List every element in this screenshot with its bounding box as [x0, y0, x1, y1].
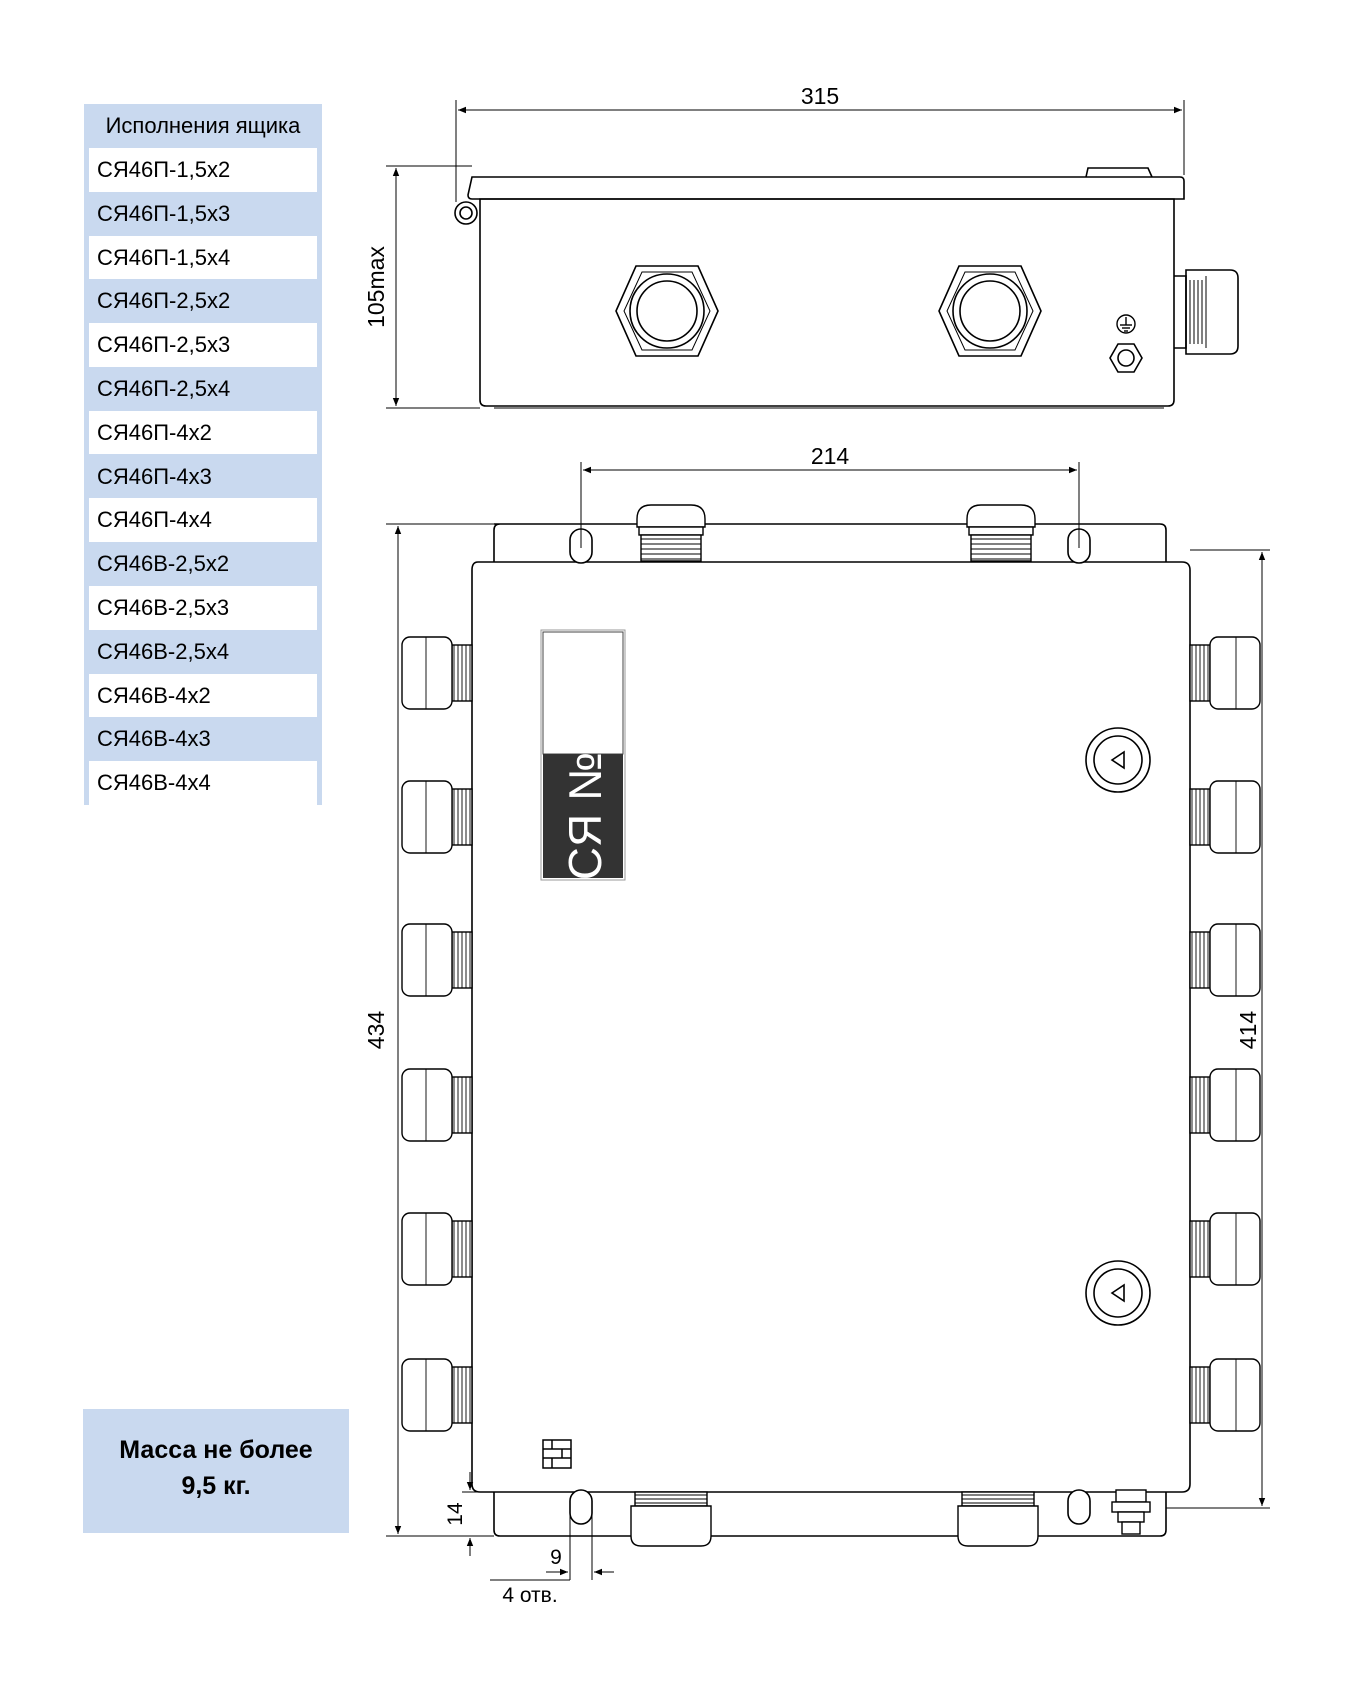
left-glands: [401, 636, 473, 1432]
side-view: [454, 167, 1185, 409]
earth-icon: [1116, 314, 1136, 334]
left-gland-3: [401, 923, 473, 997]
variant-row: СЯ46П-4х4: [89, 498, 317, 542]
dim-414: [1166, 549, 1270, 1509]
left-gland-4: [401, 1068, 473, 1142]
earth-stud-icon: [1111, 1489, 1151, 1535]
mass-note: Масса не более 9,5 кг.: [83, 1409, 349, 1533]
variant-row: СЯ46П-1,5х3: [97, 200, 231, 226]
lock-icon-bottom: [1085, 1260, 1151, 1326]
variants-header: Исполнения ящика: [105, 113, 301, 138]
body-outline: [479, 198, 1175, 407]
right-gland-1: [1189, 636, 1261, 710]
left-gland-5: [401, 1212, 473, 1286]
dim-414-label: 414: [1235, 1011, 1261, 1050]
hinge-icon: [454, 201, 478, 225]
variant-row: СЯ46П-4х3: [97, 463, 212, 489]
right-gland-3: [1189, 923, 1261, 997]
dim-315-label: 315: [801, 83, 839, 109]
mount-hole-bottom-left: [569, 1489, 593, 1525]
dim-14: [462, 1472, 494, 1556]
top-glands: [636, 504, 1036, 562]
variant-row: СЯ46П-1,5х4: [89, 235, 317, 280]
dim-14-label: 14: [444, 1502, 467, 1526]
right-gland-6: [1189, 1358, 1261, 1432]
bottom-glands: [630, 1491, 1039, 1547]
dim-214: [580, 462, 1080, 548]
logo-icon: [542, 1439, 572, 1469]
mounting-plate: [493, 523, 1167, 1537]
earth-bolt-icon: [1109, 343, 1143, 373]
variant-row: СЯ46П-2,5х3: [89, 323, 317, 367]
front-view: [471, 523, 1191, 1537]
variant-row: СЯ46В-2,5х3: [89, 586, 317, 630]
label-plate-text: СЯ №: [559, 752, 611, 881]
front-body: [471, 561, 1191, 1493]
dim-9-label: 9: [550, 1546, 562, 1569]
left-gland-6: [401, 1358, 473, 1432]
dim-434-label: 434: [363, 1011, 389, 1050]
variant-row: СЯ46П-2,5х4: [97, 376, 231, 401]
side-gland-right: [938, 265, 1042, 357]
mass-line-1: Масса не более: [119, 1436, 313, 1464]
right-gland-2: [1189, 780, 1261, 854]
left-gland-2: [401, 780, 473, 854]
lid-handle: [1085, 167, 1153, 178]
dim-105: [386, 165, 480, 409]
variant-row: СЯ46В-4х2: [89, 673, 317, 718]
variant-row: СЯ46П-2,5х2: [97, 288, 231, 314]
variant-row: СЯ46П-1,5х2: [89, 148, 317, 192]
mass-line-2: 9,5 кг.: [181, 1472, 251, 1500]
bottom-gland-left: [630, 1491, 712, 1547]
mount-hole-bottom-right: [1067, 1489, 1091, 1525]
dim-105-label: 105max: [363, 246, 389, 328]
variant-row: СЯ46П-4х2: [89, 410, 317, 455]
right-gland-5: [1189, 1212, 1261, 1286]
variant-row: СЯ46В-4х4: [89, 761, 317, 805]
top-gland-left: [636, 504, 706, 562]
variant-row: СЯ46В-2,5х4: [97, 638, 230, 664]
bottom-gland-right: [957, 1491, 1039, 1547]
dim-9: [490, 1508, 614, 1581]
lock-icon-top: [1085, 727, 1151, 793]
side-gland-profile: [1174, 269, 1239, 355]
holes-note: 4 отв.: [502, 1584, 557, 1607]
label-plate: СЯ №: [540, 629, 626, 881]
variant-row: СЯ46В-2,5х2: [97, 551, 230, 577]
left-gland-1: [401, 636, 473, 710]
right-glands: [1189, 636, 1261, 1432]
top-gland-right: [966, 504, 1036, 562]
right-gland-4: [1189, 1068, 1261, 1142]
side-gland-left: [615, 265, 719, 357]
lid-outline: [467, 176, 1185, 200]
dim-214-label: 214: [811, 443, 850, 469]
variant-row: СЯ46В-4х3: [97, 726, 211, 752]
dim-315: [455, 100, 1185, 202]
